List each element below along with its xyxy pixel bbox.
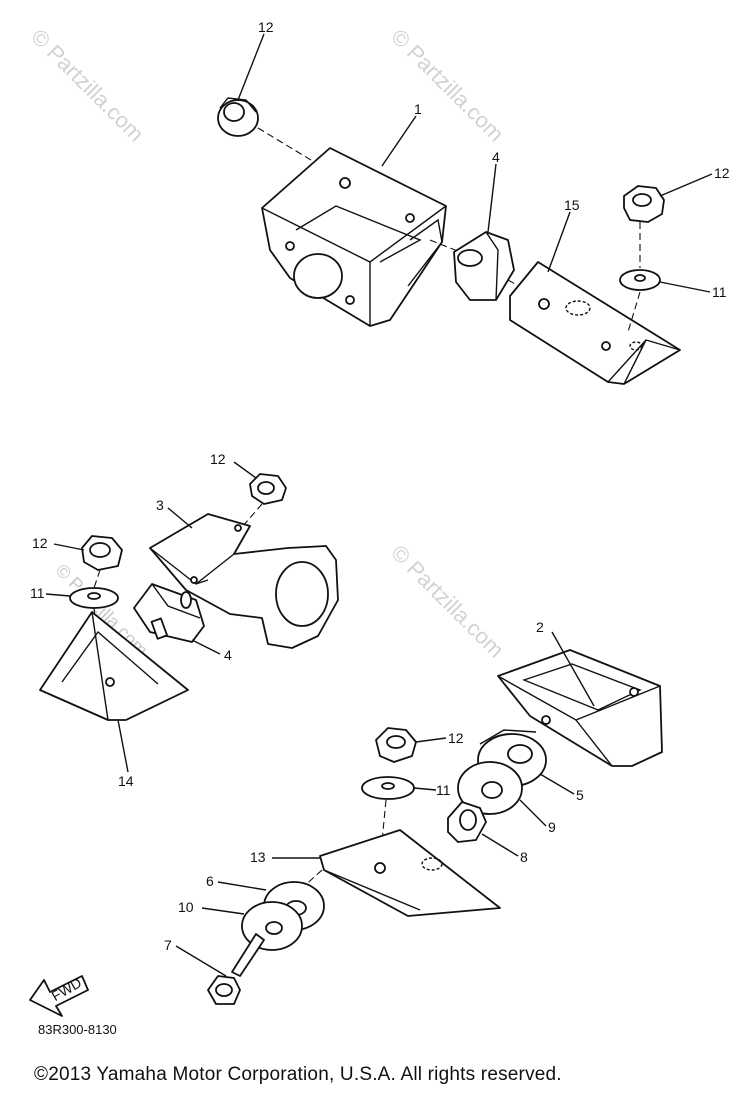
callout-12-low: 12 [448, 730, 464, 746]
callout-9: 9 [548, 819, 556, 835]
part-1-bracket [261, 147, 447, 327]
part-12-nut-low [375, 727, 417, 763]
callout-12-top: 12 [258, 19, 274, 35]
part-15-plate [509, 261, 681, 385]
part-12-nut-mid [249, 473, 287, 505]
callout-4-mid: 4 [224, 647, 232, 663]
part-11-washer-low [361, 776, 415, 800]
callout-11-left: 11 [30, 585, 45, 601]
callout-11-right: 11 [712, 284, 727, 300]
callout-8: 8 [520, 849, 528, 865]
callout-10: 10 [178, 899, 194, 915]
part-13-plate [319, 829, 501, 917]
callout-14: 14 [118, 773, 134, 789]
callout-5: 5 [576, 787, 584, 803]
callout-1: 1 [414, 101, 422, 117]
part-12-nut-top [217, 97, 259, 137]
callout-2: 2 [536, 619, 544, 635]
part-14-plate [39, 611, 189, 721]
part-code: 83R300-8130 [38, 1022, 117, 1037]
part-11-washer-left [69, 587, 119, 609]
part-12-nut-right [623, 185, 665, 223]
callout-12-mid: 12 [210, 451, 226, 467]
callout-3: 3 [156, 497, 164, 513]
part-9-washer [457, 761, 523, 815]
part-12-nut-left [81, 535, 123, 571]
callout-6: 6 [206, 873, 214, 889]
fwd-arrow-icon: FWD [29, 974, 89, 1017]
callout-7: 7 [164, 937, 172, 953]
callout-11-low: 11 [436, 782, 451, 798]
part-2-housing [497, 649, 663, 767]
part-4-mount-mid [133, 583, 205, 643]
callout-4-top: 4 [492, 149, 500, 165]
part-8-bushing [447, 801, 487, 843]
part-11-washer-right [619, 269, 661, 291]
part-7-bolt [207, 933, 265, 1005]
callout-15: 15 [564, 197, 580, 213]
callout-13: 13 [250, 849, 266, 865]
part-3-bracket [149, 513, 339, 649]
part-4-mount-top [453, 231, 515, 301]
callout-12-left: 12 [32, 535, 48, 551]
copyright-notice: ©2013 Yamaha Motor Corporation, U.S.A. A… [34, 1064, 562, 1085]
callout-12-right: 12 [714, 165, 730, 181]
